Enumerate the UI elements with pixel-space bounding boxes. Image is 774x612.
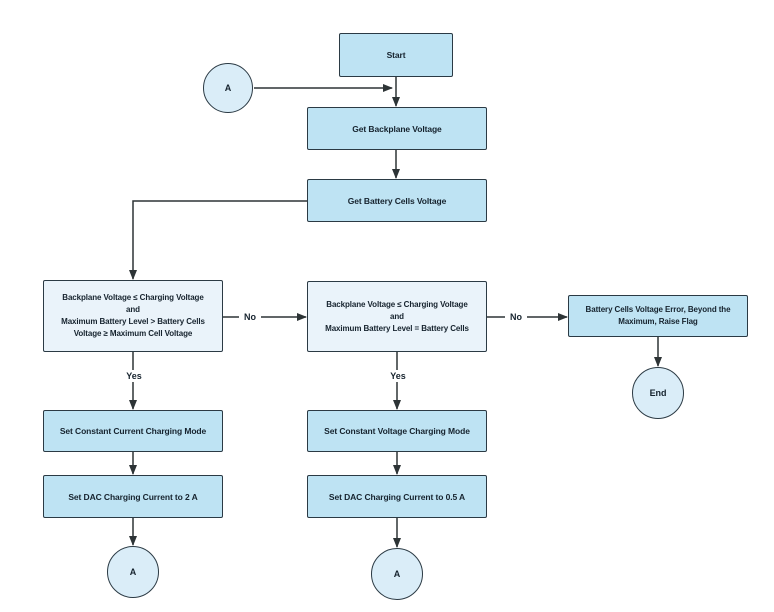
- node-get-battery-cells-voltage: Get Battery Cells Voltage: [307, 179, 487, 222]
- node-connector-a-bottom-mid: A: [371, 548, 423, 600]
- node-start: Start: [339, 33, 453, 77]
- edge-label-condition-mid-yes: Yes: [385, 370, 411, 382]
- edge-label-condition-left-yes: Yes: [121, 370, 147, 382]
- node-set-constant-current-mode: Set Constant Current Charging Mode: [43, 410, 223, 452]
- node-set-dac-current-2a: Set DAC Charging Current to 2 A: [43, 475, 223, 518]
- edge-label-condition-mid-no: No: [505, 311, 527, 323]
- node-set-constant-voltage-mode: Set Constant Voltage Charging Mode: [307, 410, 487, 452]
- node-connector-a-bottom-left: A: [107, 546, 159, 598]
- node-set-dac-current-05a: Set DAC Charging Current to 0.5 A: [307, 475, 487, 518]
- edge-label-condition-left-no: No: [239, 311, 261, 323]
- node-condition-constant-current: Backplane Voltage ≤ Charging Voltage and…: [43, 280, 223, 352]
- node-end: End: [632, 367, 684, 419]
- node-error-raise-flag: Battery Cells Voltage Error, Beyond the …: [568, 295, 748, 337]
- node-condition-constant-voltage: Backplane Voltage ≤ Charging Voltage and…: [307, 281, 487, 352]
- node-get-backplane-voltage: Get Backplane Voltage: [307, 107, 487, 150]
- edge-battery-to-condition-left: [129, 200, 307, 280]
- node-connector-a-top: A: [203, 63, 253, 113]
